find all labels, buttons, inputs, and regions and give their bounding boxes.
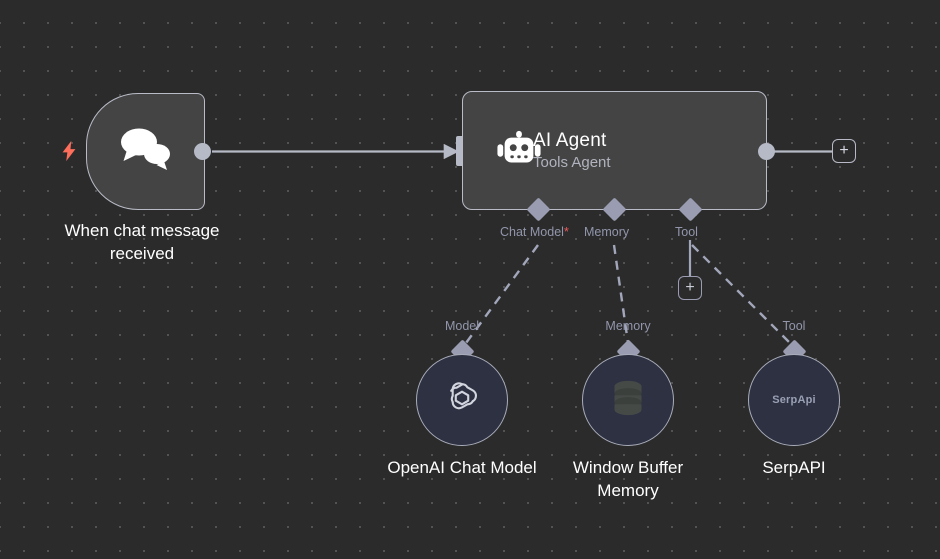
lightning-bolt-icon — [58, 133, 80, 169]
memory-connector-label: Memory — [605, 319, 651, 333]
agent-connector-label-memory: Memory — [584, 225, 630, 239]
openai-logo-icon — [442, 378, 482, 423]
agent-node-title: AI Agent — [533, 130, 607, 151]
serpapi-node-title: SerpAPI — [762, 458, 826, 477]
node-when-chat-message-received[interactable] — [86, 93, 205, 210]
openai-connector-label: Model — [444, 319, 480, 333]
robot-icon — [496, 128, 542, 174]
agent-output-dot[interactable] — [758, 143, 775, 160]
chat-bubbles-icon — [114, 123, 178, 180]
node-ai-agent[interactable]: AI Agent Tools Agent — [462, 91, 767, 210]
trigger-output-dot[interactable] — [194, 143, 211, 160]
memory-node-title: Window Buffer Memory — [572, 458, 684, 501]
add-tool-button[interactable]: + — [678, 276, 702, 300]
chat-model-label-text: Chat Model — [500, 225, 564, 239]
trigger-node-title: When chat message received — [64, 221, 220, 264]
agent-connector-label-tool: Tool — [675, 225, 698, 239]
plus-icon: + — [839, 142, 849, 159]
serpapi-wordmark-icon: SerpApi — [772, 394, 816, 406]
serpapi-connector-label: Tool — [782, 319, 806, 333]
edge-tool-to-serpapi — [691, 244, 791, 344]
plus-icon: + — [685, 279, 695, 296]
chat-model-required-marker: * — [563, 225, 569, 239]
add-node-button[interactable]: + — [832, 139, 856, 163]
node-window-buffer-memory[interactable] — [582, 354, 674, 446]
node-openai-chat-model[interactable] — [416, 354, 508, 446]
openai-node-title: OpenAI Chat Model — [387, 458, 537, 477]
agent-connector-label-chat-model: Chat Model* — [500, 225, 569, 239]
node-serpapi[interactable]: SerpApi — [748, 354, 840, 446]
agent-node-subtitle: Tools Agent — [533, 154, 611, 171]
database-icon — [610, 378, 646, 423]
